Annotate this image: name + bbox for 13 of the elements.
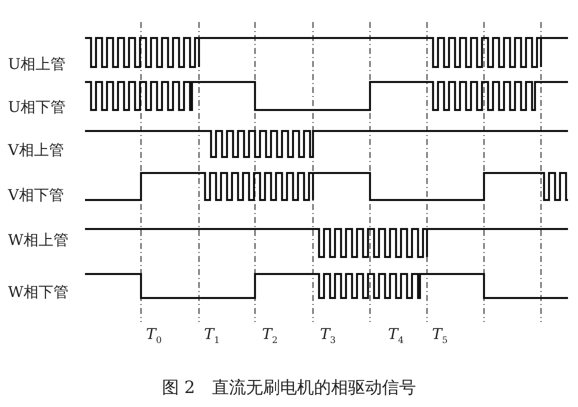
- time-interval-label: T$_{3}$: [320, 325, 336, 348]
- signal-name-label: W相下管: [8, 283, 68, 301]
- signal-name-label: W相上管: [8, 231, 68, 249]
- signal-name-label: U相上管: [8, 55, 66, 73]
- figure-caption: 图 2 直流无刷电机的相驱动信号: [160, 377, 418, 399]
- time-interval-label: T$_{1}$: [204, 325, 220, 348]
- signal-name-label: U相下管: [8, 98, 66, 116]
- signal-name-label: V相上管: [8, 141, 64, 159]
- signal-name-label: V相下管: [8, 186, 64, 204]
- time-interval-label: T$_{5}$: [432, 325, 448, 348]
- time-interval-label: T$_{4}$: [388, 325, 404, 348]
- time-interval-label: T$_{2}$: [262, 325, 278, 348]
- time-interval-label: T$_{0}$: [146, 325, 162, 348]
